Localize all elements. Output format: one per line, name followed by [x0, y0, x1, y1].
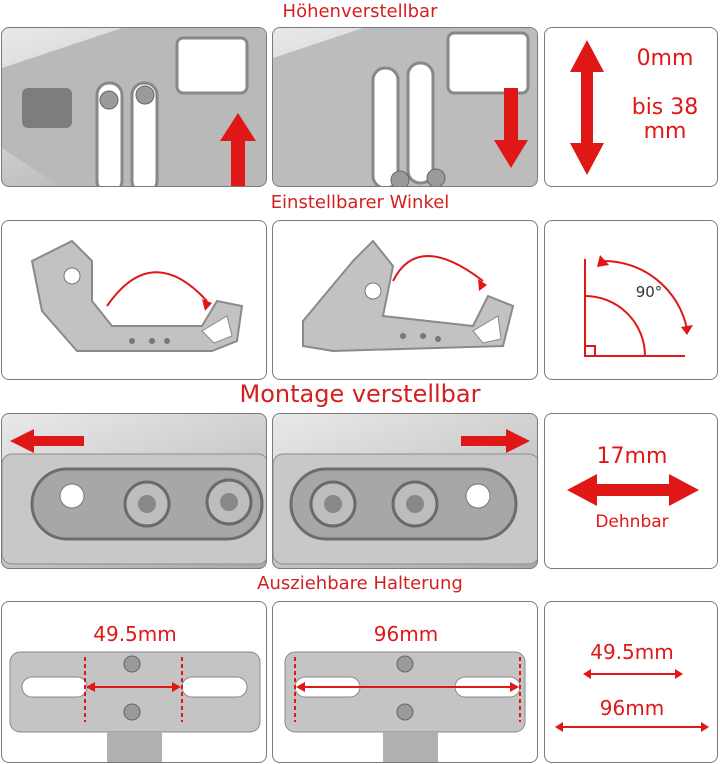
right-angle-diagram-icon: [584, 255, 693, 357]
right-arrow-icon: [461, 429, 530, 453]
height-photo-up: [1, 27, 267, 187]
height-photo-down: [272, 27, 538, 187]
angle-photo-open: [1, 220, 267, 380]
short-measure-arrow-icon: [583, 669, 683, 679]
up-arrow-icon: [220, 113, 256, 186]
slotted-plate-image: [2, 453, 266, 565]
holder-photo-small: 49.5mm: [1, 601, 267, 763]
section-title-holder: Ausziehbare Halterung: [257, 573, 463, 594]
mount-photo-left: [1, 413, 267, 569]
bracket-slots-image: [2, 28, 266, 186]
height-range-panel: 0mm bis 38 mm: [544, 27, 718, 187]
height-min-label: 0mm: [636, 46, 694, 71]
holder-large-label: 96mm: [373, 622, 439, 646]
holder-summary-large-label: 96mm: [599, 696, 665, 720]
angle-photo-closed: [272, 220, 538, 380]
holder-photo-large: 96mm: [272, 601, 538, 763]
angle-diagram-panel: 90°: [544, 220, 718, 380]
holder-summary-small-label: 49.5mm: [590, 640, 674, 664]
angle-label: 90°: [635, 283, 663, 301]
section-title-angle: Einstellbarer Winkel: [270, 192, 450, 213]
height-max-label: bis 38 mm: [615, 96, 715, 144]
down-arrow-icon: [494, 88, 528, 168]
holder-summary-panel: 49.5mm 96mm: [544, 601, 718, 763]
bracket-slots-image: [273, 28, 537, 186]
angled-bracket-image: [30, 239, 244, 352]
slotted-plate-image: [273, 453, 537, 565]
license-plate-holder-image: [284, 651, 526, 762]
angled-bracket-image: [302, 239, 515, 353]
section-title-height: Höhenverstellbar: [282, 1, 438, 22]
height-max-line1: bis 38: [631, 95, 699, 120]
long-measure-arrow-icon: [555, 722, 709, 732]
up-down-arrow-icon: [570, 40, 604, 175]
mount-extend-label: 17mm: [596, 444, 668, 469]
mount-stretch-label: Dehnbar: [595, 512, 669, 532]
double-arrow-icon: [567, 474, 699, 506]
section-title-mount: Montage verstellbar: [239, 380, 481, 408]
mount-photo-right: [272, 413, 538, 569]
left-arrow-icon: [10, 429, 84, 453]
holder-small-label: 49.5mm: [93, 622, 177, 646]
height-max-line2: mm: [643, 119, 687, 144]
mount-range-panel: 17mm Dehnbar: [544, 413, 718, 569]
license-plate-holder-image: [9, 651, 261, 762]
